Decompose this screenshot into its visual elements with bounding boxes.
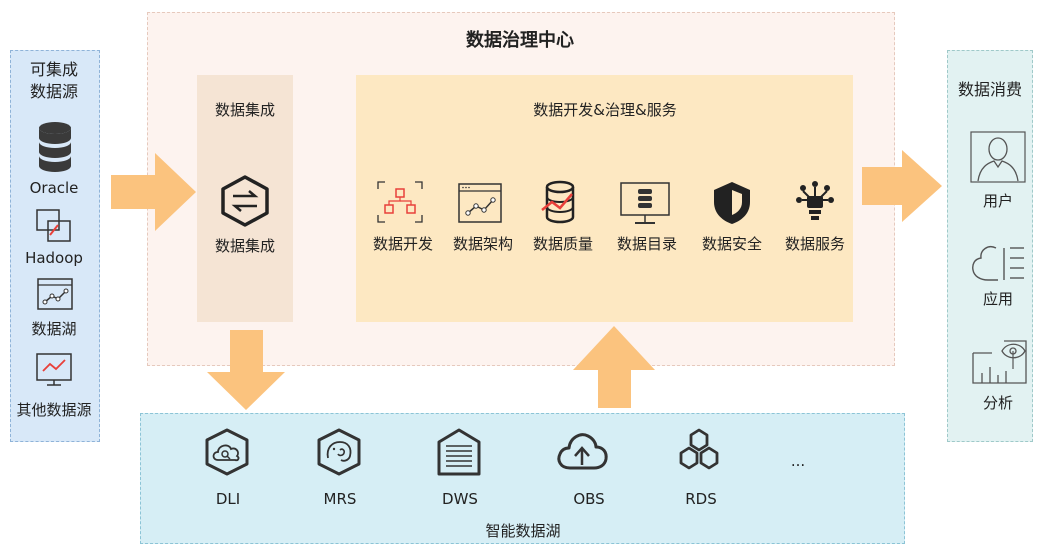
chart-window-icon [36,353,72,386]
quality-icon [541,180,575,224]
arrow-sources-to-integration [111,153,196,231]
flow-icon [377,181,423,223]
obs-icon [557,433,608,470]
cloud-app-icon [972,246,1024,281]
lake-label-obs: OBS [573,490,605,508]
lake-label-dws: DWS [442,490,478,508]
dev-item-label-catalog: 数据目录 [616,235,678,253]
consume-label-user: 用户 [982,192,1014,210]
architecture-icon [458,183,502,223]
arrow-center-to-consumption [862,150,942,222]
swap-arrows-icon [221,175,269,227]
arrow-integration-to-lake [207,330,285,410]
integration-item-label: 数据集成 [214,237,276,255]
dev-item-label-quality: 数据质量 [532,235,594,253]
hadoop-icon [36,209,71,242]
source-label-data-lake: 数据湖 [31,320,77,338]
service-icon [796,181,834,220]
shield-icon [714,182,750,224]
data-sources-panel [10,50,100,442]
dev-item-label-service: 数据服务 [784,235,846,253]
dev-item-label-development: 数据开发 [372,235,434,253]
source-label-oracle: Oracle [29,179,79,197]
catalog-icon [620,182,670,224]
sources-title-line1: 可集成 [29,60,79,79]
lake-label-mrs: MRS [323,490,357,508]
consume-title: 数据消费 [957,80,1023,99]
mrs-icon [317,428,361,476]
lake-label-rds: RDS [685,490,717,508]
data-lake-icon [37,278,73,310]
arrow-lake-to-dev [573,326,655,408]
integration-title: 数据集成 [214,101,276,119]
dev-item-label-security: 数据安全 [701,235,763,253]
data-integration-panel [197,75,293,322]
database-icon [39,122,71,172]
lake-label-dli: DLI [215,490,241,508]
rds-icon [679,428,719,470]
source-label-other: 其他数据源 [16,401,92,419]
source-label-hadoop: Hadoop [25,249,83,267]
dli-icon [205,428,249,476]
dev-governance-service-panel [356,75,853,322]
consume-label-analysis: 分析 [982,394,1014,412]
sources-title-line2: 数据源 [29,82,79,101]
user-icon [970,131,1026,183]
consume-label-application: 应用 [982,290,1014,308]
dev-item-label-architecture: 数据架构 [452,235,514,253]
analysis-icon [972,340,1027,384]
lake-title: 智能数据湖 [485,522,561,540]
smart-data-lake-panel [140,413,905,544]
dws-icon [437,428,481,476]
lake-more-ellipsis: ... [790,452,806,470]
dev-title: 数据开发&治理&服务 [533,101,677,119]
page-title: 数据治理中心 [466,30,574,51]
